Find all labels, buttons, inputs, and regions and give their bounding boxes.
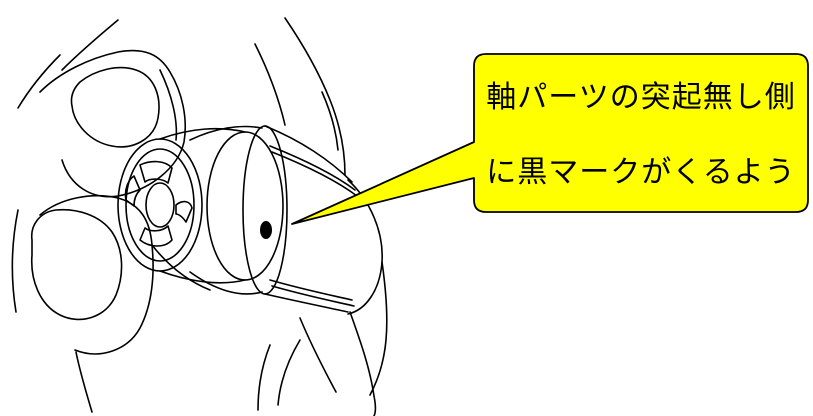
thumb-upper xyxy=(17,19,187,198)
shaft-part-sleeve xyxy=(264,125,383,315)
shaft-part-end-face xyxy=(117,138,203,272)
shaft-part-ring xyxy=(189,125,288,295)
shaft-part-inner-cylinder xyxy=(159,127,284,284)
finger-lower-left xyxy=(11,195,211,413)
back-finger xyxy=(254,17,346,176)
finger-lower-right xyxy=(257,261,388,416)
callout-bubble xyxy=(291,53,809,225)
black-mark xyxy=(260,221,272,239)
